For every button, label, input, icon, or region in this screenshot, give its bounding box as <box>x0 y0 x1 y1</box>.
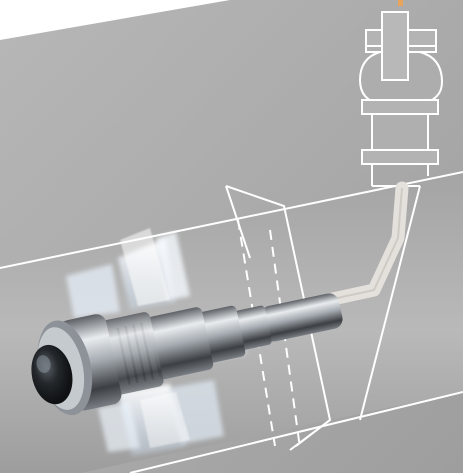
spray-front <box>120 228 190 448</box>
valve-icon <box>358 11 444 186</box>
pipe-bottom-edge <box>129 391 463 473</box>
nozzle-icon <box>31 293 343 416</box>
valve-accent <box>398 0 403 6</box>
pipe-top-edge <box>0 171 463 269</box>
white-corner <box>0 0 230 40</box>
